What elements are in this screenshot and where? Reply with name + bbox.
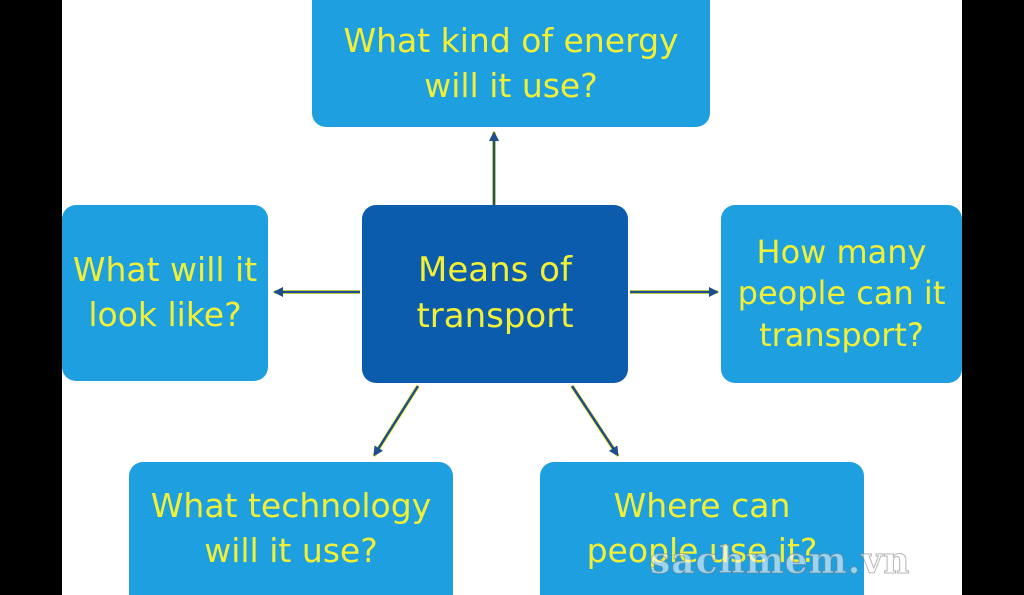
right-question-line-2: people can it	[737, 274, 946, 313]
center-topic-box: Means of transport	[362, 205, 628, 383]
bottom-right-question-line-2: people use it?	[586, 530, 818, 570]
center-topic-line-2: transport	[416, 296, 574, 336]
right-question-box: How many people can it transport?	[721, 205, 962, 383]
bottom-right-question-box: Where can people use it?	[540, 462, 864, 595]
center-topic-line-1: Means of	[418, 250, 572, 291]
diagram-canvas: What kind of energy will it use? What wi…	[62, 0, 962, 595]
top-question-box: What kind of energy will it use?	[312, 0, 710, 127]
left-question-line-1: What will it	[72, 250, 258, 290]
right-question-line-3: transport?	[759, 315, 924, 354]
right-black-bar	[962, 0, 1024, 595]
left-question-box: What will it look like?	[62, 205, 268, 381]
connector-arrows	[273, 131, 719, 458]
arrow-to-bottom-right	[570, 385, 619, 457]
top-question-line-2: will it use?	[424, 65, 598, 105]
top-question-line-1: What kind of energy	[343, 20, 679, 60]
left-black-bar	[0, 0, 62, 595]
left-question-line-2: look like?	[88, 295, 242, 334]
arrow-to-bottom-left	[373, 385, 420, 457]
watermark-text: sachmem.vn	[649, 540, 911, 583]
bottom-right-question-line-1: Where can	[613, 485, 791, 525]
bottom-left-question-line-2: will it use?	[204, 530, 378, 570]
bottom-left-question-box: What technology will it use?	[129, 462, 453, 595]
bottom-left-question-line-1: What technology	[150, 485, 432, 525]
right-question-line-1: How many	[756, 232, 927, 271]
